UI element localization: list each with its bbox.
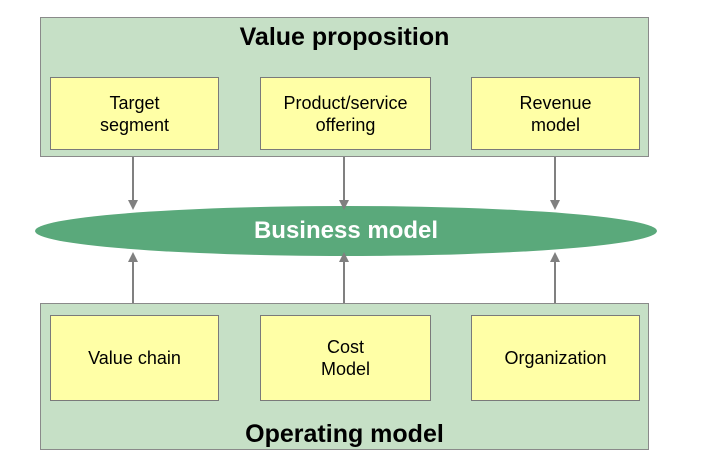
operating-model-panel: Value chain Cost Model Organization Oper…	[40, 303, 649, 450]
business-model-label: Business model	[253, 217, 439, 244]
operating-model-title: Operating model	[245, 420, 444, 448]
business-model-ellipse	[35, 206, 657, 256]
value-proposition-panel: Value proposition Target segment Product…	[40, 17, 649, 157]
value-proposition-title: Value proposition	[239, 23, 450, 51]
value-chain-box: Value chain	[50, 315, 219, 401]
cost-model-box: Cost Model	[260, 315, 431, 401]
product-service-offering-box: Product/service offering	[260, 77, 431, 150]
organization-box: Organization	[471, 315, 640, 401]
revenue-model-box: Revenue model	[471, 77, 640, 150]
target-segment-box: Target segment	[50, 77, 219, 150]
